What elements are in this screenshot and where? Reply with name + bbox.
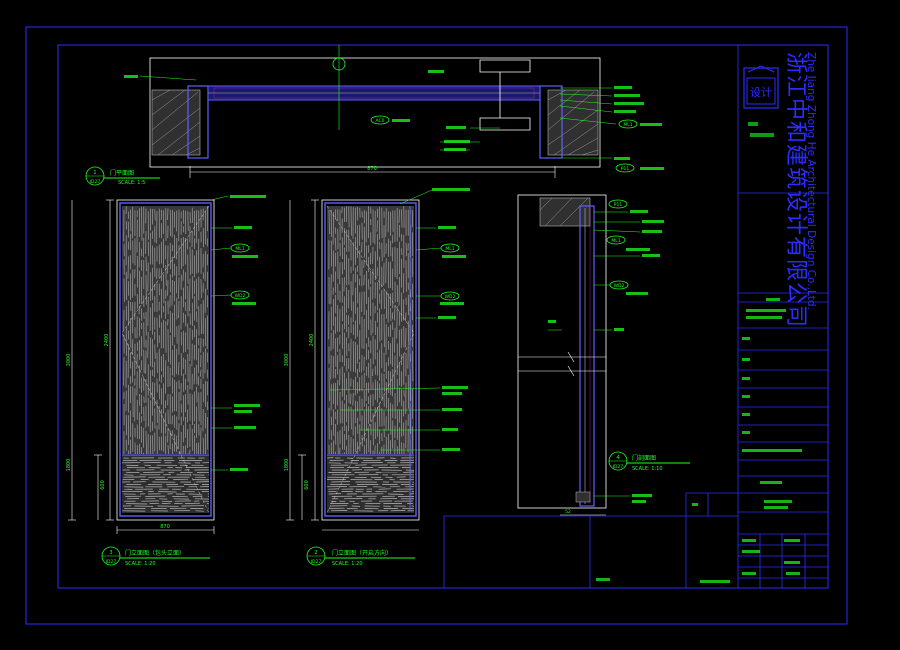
plan-tag-p11: P11 [621, 166, 630, 172]
title-block [737, 45, 828, 588]
right-dim-kick: 600 [304, 480, 310, 490]
elevation-right: 2400 3000 1800 600 ML1 WD2 2 ID27 门立面图（开… [284, 188, 470, 567]
outer-frame [25, 26, 848, 625]
left-scale: SCALE: 1:20 [125, 561, 156, 567]
title-block-labels [596, 122, 802, 583]
company-name-cn: 浙江中和建筑设计有限公司 [783, 52, 808, 328]
right-dim-total: 3000 [284, 354, 290, 367]
plan-marker-number: 1 [93, 170, 96, 176]
right-kick-panel [327, 455, 414, 513]
left-title: 门立面图（包头立面） [125, 549, 185, 557]
right-tag-ml1: ML1 [445, 246, 454, 252]
left-dim-kick: 600 [100, 480, 106, 490]
section-scale: SCALE: 1:10 [632, 466, 663, 472]
right-dim-lower: 1800 [284, 459, 290, 472]
section-title: 门剖面图 [632, 454, 656, 462]
left-dim-width: 870 [160, 524, 170, 530]
plan-tag-ac0: AC0 [375, 118, 384, 124]
plan-title: 门平面图 [110, 169, 134, 177]
left-tag-ml1: ML1 [235, 246, 244, 252]
inner-frame [57, 44, 829, 589]
right-scale: SCALE: 1:20 [332, 561, 363, 567]
left-wall [151, 85, 209, 159]
company-name-en: Zhe Jiang Zhong He Architectural Design … [805, 52, 817, 310]
right-marker-number: 2 [314, 550, 317, 556]
right-marker-sheet: ID27 [311, 559, 322, 565]
left-tag-wd2: WD2 [235, 293, 246, 299]
plan-tag-ml1: ML1 [623, 122, 632, 128]
section-dim-width: 52 [565, 509, 571, 515]
left-dim-total: 3000 [66, 354, 72, 367]
section-view: 52 P11 ML1 WD2 4 ID27 门剖面图 SCALE: 1:10 [517, 194, 690, 516]
elevation-left: 2400 3000 1800 600 870 ML1 WD2 3 ID27 门立… [66, 195, 266, 567]
logo-text: 设计 [750, 86, 772, 99]
right-tag-wd2: WD2 [445, 294, 456, 300]
company-logo: 设计 [743, 65, 779, 109]
plan-marker-sheet: ID27 [90, 179, 101, 185]
plan-view: 870 AC0 ML1 P11 1 ID27 门平面图 SCALE: 1:5 [85, 45, 664, 186]
right-dim-door: 2400 [309, 334, 315, 347]
left-marker-number: 3 [109, 550, 112, 556]
section-tag-ml1: ML1 [611, 238, 620, 244]
left-marker-sheet: ID27 [106, 559, 117, 565]
section-marker-sheet: ID27 [613, 464, 624, 470]
left-dim-lower: 1800 [66, 459, 72, 472]
section-tag-wd2: WD2 [614, 283, 625, 289]
plan-scale: SCALE: 1:5 [118, 180, 145, 186]
plan-dimension: 870 [367, 166, 377, 172]
bottom-title-strip [443, 492, 738, 588]
section-tag-p11: P11 [614, 202, 623, 208]
right-wall [539, 85, 599, 159]
right-title: 门立面图（开启方向） [332, 549, 392, 557]
left-dim-door: 2400 [104, 334, 110, 347]
section-marker-number: 4 [616, 455, 619, 461]
